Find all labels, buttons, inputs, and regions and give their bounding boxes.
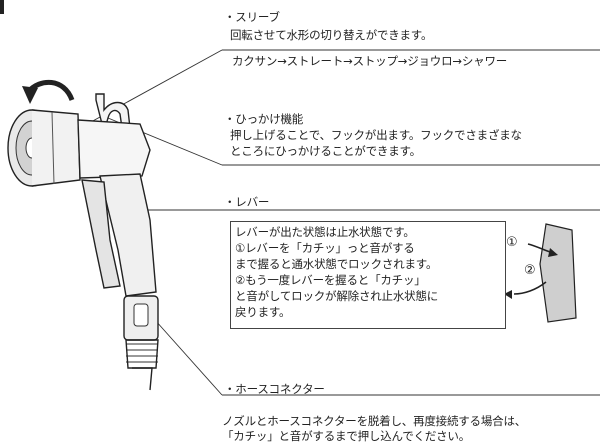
- lever-heading: ・レバー: [224, 195, 270, 209]
- hose-connector-description-line1: ノズルとホースコネクターを脱着し、再度接続する場合は、: [222, 414, 527, 428]
- lever-step-2-marker: ②: [524, 263, 536, 278]
- hook-heading: ・ひっかけ機能: [224, 112, 304, 126]
- page-corner-mark: [0, 0, 4, 14]
- lever-info-line: と音がしてロックが解除され止水状態に: [235, 289, 439, 303]
- lever-detail-illustration: [504, 223, 577, 323]
- sleeve-description: 回転させて水形の切り替えができます。: [230, 28, 433, 42]
- lever-info-line: ②もう一度レバーを握ると「カチッ」: [235, 273, 426, 287]
- hose-connector-description-line2: 「カチッ」と音がするまで押し込んでください。: [222, 429, 471, 443]
- nozzle-lever: [81, 179, 121, 289]
- nozzle-body: [77, 119, 151, 179]
- lever-info-box: レバーが出た状態は止水状態です。 ①レバーを「カチッ」っと音がする まで握ると通…: [230, 221, 506, 329]
- spray-mode-sequence: カクサン→ストレート→ストップ→ジョウロ→シャワー: [232, 54, 508, 68]
- hook-description-line1: 押し上げることで、フックが出ます。フックでさまざまな: [230, 128, 522, 142]
- sleeve-heading: ・スリーブ: [224, 10, 280, 24]
- hose-connector-heading: ・ホースコネクター: [224, 382, 325, 396]
- lever-info-line: まで握ると通水状態でロックされます。: [235, 257, 438, 271]
- nozzle-sleeve: [7, 109, 81, 187]
- rotation-arrow-icon: [22, 79, 75, 104]
- lever-info-line: ①レバーを「カチッ」っと音がする: [235, 241, 415, 255]
- lever-step-1-marker: ①: [506, 235, 518, 250]
- lever-info-line: 戻ります。: [235, 305, 291, 319]
- lever-info-line: レバーが出た状態は止水状態です。: [235, 225, 415, 239]
- hose-connector-leader-line: [154, 319, 223, 396]
- hose-connector: [123, 295, 159, 391]
- hook-description-line2: ところにひっかけることができます。: [230, 144, 421, 158]
- nozzle-handle: [99, 173, 157, 297]
